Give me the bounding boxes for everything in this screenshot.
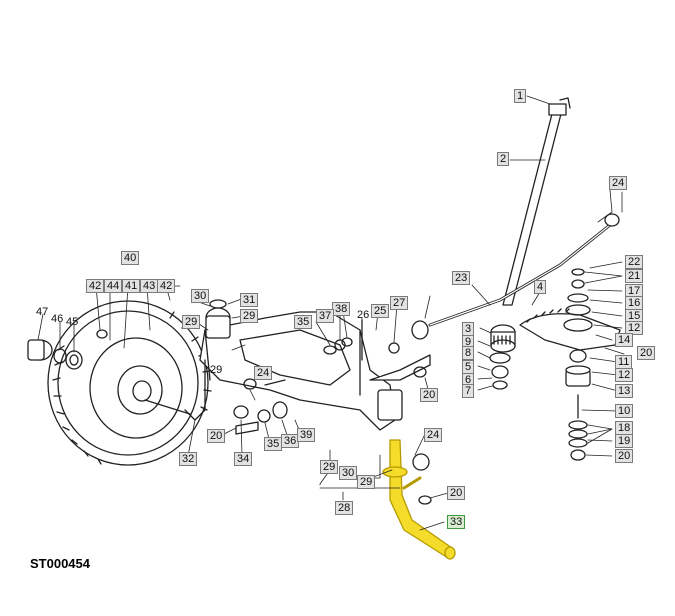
callout-32: 32 (179, 452, 198, 466)
label-45: 45 (66, 316, 79, 328)
steering-column (502, 97, 571, 306)
leader-lines (37, 95, 625, 531)
callout-34: 34 (234, 452, 253, 466)
callout-12b: 12 (615, 368, 634, 382)
callout-3: 3 (462, 322, 475, 336)
steering-sector-gear (519, 308, 621, 351)
diagram-code: ST000454 (30, 556, 90, 571)
callout-4: 4 (534, 280, 547, 294)
callout-21: 21 (625, 269, 644, 283)
callout-44: 44 (104, 279, 123, 293)
callout-40: 40 (121, 251, 140, 265)
callout-19: 19 (615, 434, 634, 448)
callout-42: 42 (86, 279, 105, 293)
callout-8: 8 (462, 346, 475, 360)
label-46: 46 (51, 313, 64, 325)
callout-30b: 30 (339, 466, 358, 480)
right-bushing-stack (563, 268, 593, 461)
callout-24c: 24 (424, 428, 443, 442)
callout-39: 39 (297, 428, 316, 442)
callout-28: 28 (335, 501, 354, 515)
callout-2: 2 (497, 152, 510, 166)
callout-23: 23 (452, 271, 471, 285)
label-29: 29 (210, 364, 223, 376)
drag-link (411, 213, 620, 340)
callout-22: 22 (625, 255, 644, 269)
callout-27: 27 (390, 296, 409, 310)
label-47: 47 (36, 306, 49, 318)
callout-10: 10 (615, 404, 634, 418)
callout-29c: 29 (320, 460, 339, 474)
spindle-highlight (382, 439, 456, 560)
callout-41: 41 (122, 279, 141, 293)
callout-37: 37 (316, 309, 335, 323)
label-26: 26 (357, 309, 370, 321)
callout-35b: 35 (264, 437, 283, 451)
callout-33-highlighted: 33 (447, 515, 466, 529)
callout-14: 14 (615, 333, 634, 347)
callout-43: 43 (140, 279, 159, 293)
callout-15: 15 (625, 309, 644, 323)
callout-29b: 29 (182, 315, 201, 329)
callout-42b: 42 (157, 279, 176, 293)
callout-24: 24 (609, 176, 628, 190)
callout-20: 20 (637, 346, 656, 360)
callout-38: 38 (332, 302, 351, 316)
callout-31: 31 (240, 293, 259, 307)
callout-18: 18 (615, 421, 634, 435)
callout-16: 16 (625, 296, 644, 310)
callout-30: 30 (191, 289, 210, 303)
callout-20d: 20 (207, 429, 226, 443)
callout-1: 1 (514, 89, 527, 103)
pinion-stack (489, 324, 516, 390)
callout-35: 35 (294, 315, 313, 329)
callout-12: 12 (625, 321, 644, 335)
callout-7: 7 (462, 384, 475, 398)
callout-20e: 20 (447, 486, 466, 500)
callout-20c: 20 (420, 388, 439, 402)
callout-13: 13 (615, 384, 634, 398)
callout-29d: 29 (357, 475, 376, 489)
front-wheel (47, 300, 212, 466)
callout-24b: 24 (254, 366, 273, 380)
front-axle-frame (184, 299, 403, 431)
callout-5: 5 (462, 360, 475, 374)
callout-25: 25 (371, 304, 390, 318)
callout-29: 29 (240, 309, 259, 323)
callout-11: 11 (615, 355, 633, 369)
callout-20b: 20 (615, 449, 634, 463)
